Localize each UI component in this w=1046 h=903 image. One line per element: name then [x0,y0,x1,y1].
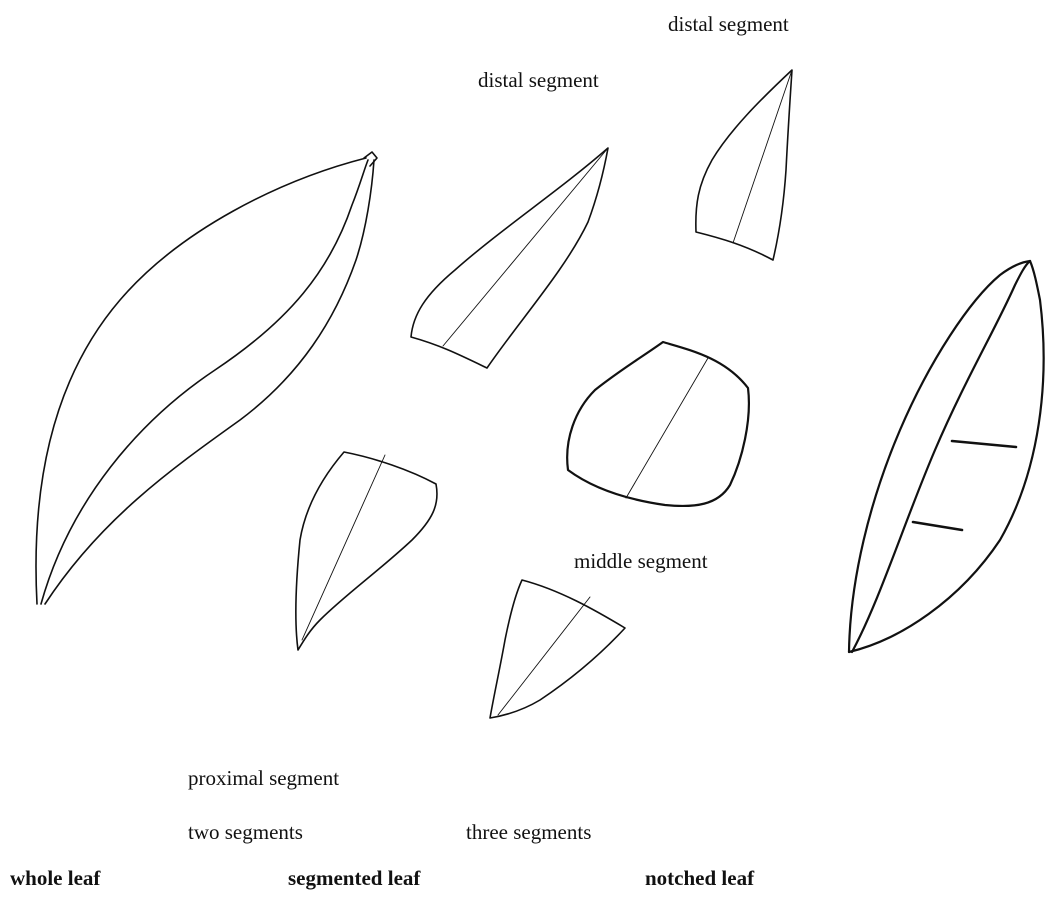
whole-leaf-drawing [36,152,377,604]
caption-whole-leaf: whole leaf [10,868,100,889]
label-distal-segment-three: distal segment [668,14,789,35]
three-proximal-outline [490,580,625,718]
three-middle-midrib [626,358,708,498]
label-proximal-segment: proximal segment [188,768,339,789]
three-segments-proximal-piece [490,580,625,718]
label-three-segments: three segments [466,822,591,843]
two-distal-outline [411,148,608,368]
three-distal-outline [696,70,792,260]
label-middle-segment: middle segment [574,551,708,572]
notch-mark-upper [952,441,1016,447]
three-middle-outline [567,342,749,506]
label-distal-segment-two: distal segment [478,70,599,91]
notched-leaf-inner-margin [852,261,1030,652]
three-distal-midrib [733,70,792,243]
caption-segmented-leaf: segmented leaf [288,868,420,889]
whole-leaf-outer-margin [36,158,366,604]
notch-mark-lower [913,522,962,530]
two-proximal-midrib [302,455,385,640]
notched-leaf-left-margin [849,261,1030,652]
three-segments-middle-piece [567,342,749,506]
label-two-segments: two segments [188,822,303,843]
whole-leaf-underside-margin [45,160,374,604]
two-proximal-outline [296,452,437,650]
whole-leaf-inner-margin [41,160,368,604]
notched-leaf-drawing [849,261,1044,652]
two-segments-proximal-piece [296,452,437,650]
three-segments-distal-piece [696,70,792,260]
caption-notched-leaf: notched leaf [645,868,754,889]
two-segments-distal-piece [411,148,608,368]
